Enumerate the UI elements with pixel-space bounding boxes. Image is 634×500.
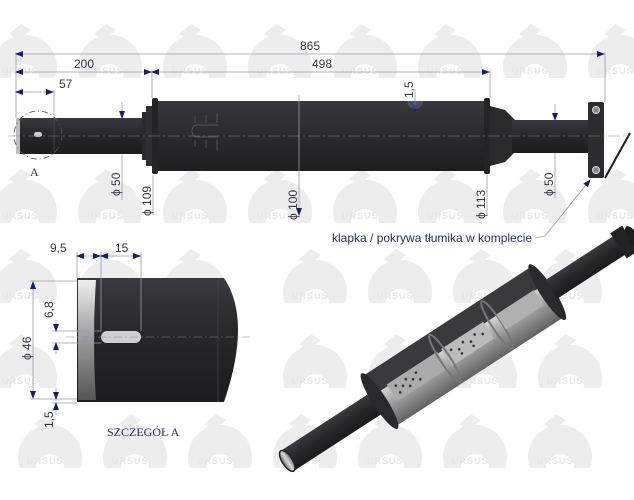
detail-dia-46: ϕ 46 [20,336,34,360]
detail-a-title: SZCZEGÓŁ A [107,425,180,439]
detail-a-view [66,278,250,402]
dim-1-5: 1,5 [402,81,416,98]
muffler-side-view [8,98,631,179]
weld-groove-marker [407,101,423,109]
dim-498: 498 [312,57,332,71]
detail-dim-1-5: 1,5 [42,411,56,428]
detail-dim-15: 15 [115,241,129,255]
detail-dim-9-5: 9,5 [50,241,67,255]
dia-50-right: ϕ 50 [542,172,556,196]
detail-a-dimensions [30,252,142,415]
muffler-3d-cutaway-view [278,225,634,473]
detail-dim-6-8: 6,8 [42,301,56,318]
dia-50-left: ϕ 50 [109,172,123,196]
dia-113: ϕ 113 [474,189,488,219]
dia-100: ϕ 100 [286,190,300,220]
detail-a-label: A [30,165,39,179]
dia-109: ϕ 109 [140,186,154,216]
main-dimensions [15,51,606,239]
dim-200: 200 [74,57,94,71]
flap-cover-note: klapka / pokrywa tłumika w komplecie [332,231,532,245]
dim-57: 57 [59,77,73,91]
dim-overall-length: 865 [300,39,320,53]
ursus-logo-emboss-icon [191,113,218,150]
detail-a-callout-circle [13,110,63,160]
